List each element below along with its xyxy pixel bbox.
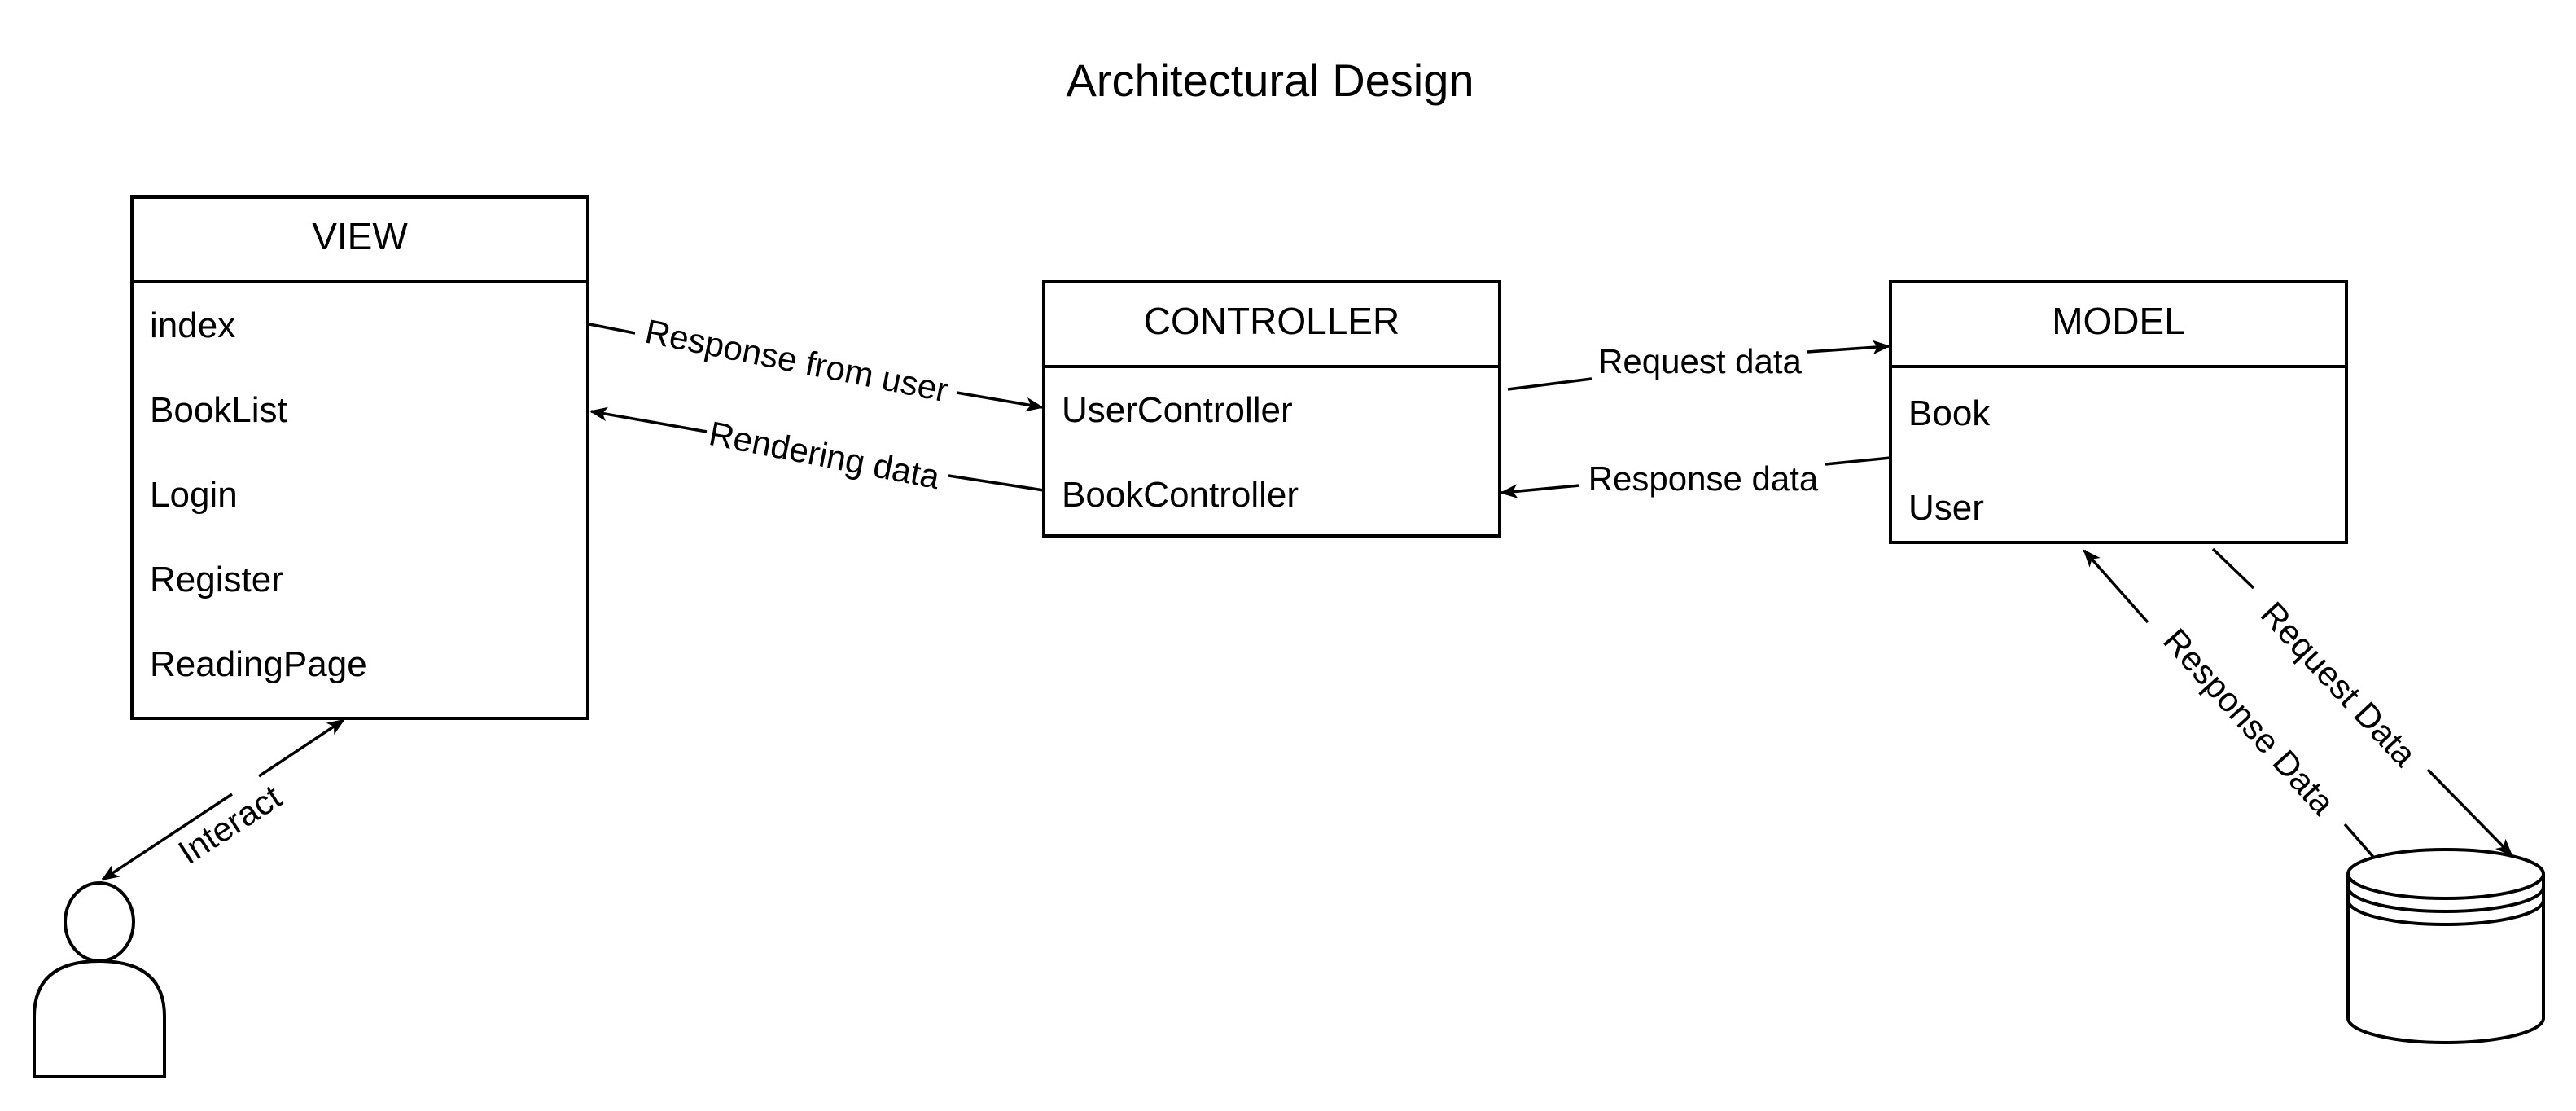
view-item: Register xyxy=(150,560,283,599)
view-item: ReadingPage xyxy=(150,644,367,684)
controller-header: CONTROLLER xyxy=(1144,300,1400,342)
edge-interact: Interact xyxy=(101,718,345,881)
view-item: BookList xyxy=(150,390,287,430)
model-header: MODEL xyxy=(2052,300,2185,342)
controller-item: BookController xyxy=(1062,475,1299,515)
edge-rendering-data: Rendering data xyxy=(589,406,1045,496)
database-icon xyxy=(2346,848,2545,1044)
model-item: Book xyxy=(1908,393,1991,433)
view-item: Login xyxy=(150,475,238,515)
edge-label: Interact xyxy=(172,777,288,872)
view-header: VIEW xyxy=(312,215,408,257)
edge-label: Request data xyxy=(1598,342,1802,380)
controller-item: UserController xyxy=(1062,390,1293,430)
view-box: VIEW index BookList Login Register Readi… xyxy=(130,195,589,720)
edge-response-data-db: Response Data xyxy=(2083,549,2375,858)
user-actor-icon xyxy=(33,881,166,1078)
view-item: index xyxy=(150,305,235,345)
edge-label: Response from user xyxy=(642,312,952,410)
model-item: User xyxy=(1908,488,1984,528)
edge-label: Rendering data xyxy=(706,414,944,496)
edge-response-data: Response data xyxy=(1499,456,1891,498)
diagram-title: Architectural Design xyxy=(1066,55,1474,106)
model-box: MODEL Book User xyxy=(1889,280,2348,544)
edge-request-data: Request data xyxy=(1507,340,1891,391)
controller-box: CONTROLLER UserController BookController xyxy=(1042,280,1501,538)
edge-label: Response data xyxy=(1588,459,1819,498)
edge-response-from-user: Response from user xyxy=(589,312,1045,412)
